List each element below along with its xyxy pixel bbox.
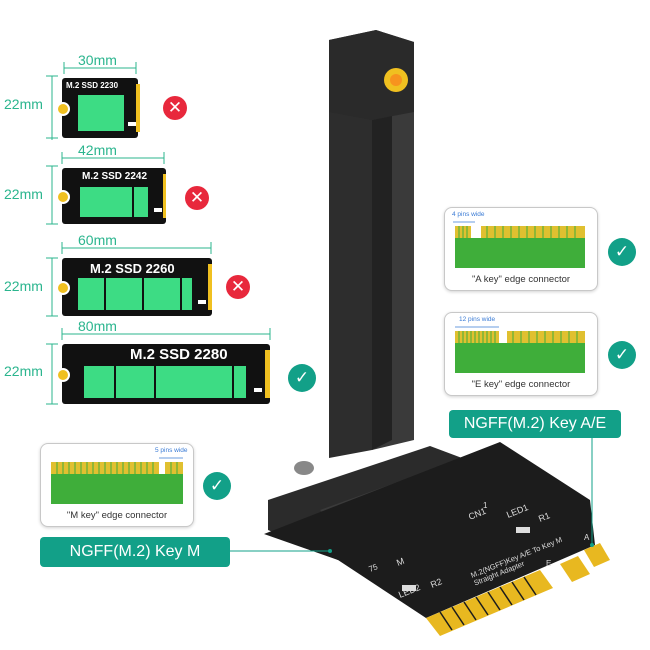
nand-chip: [106, 278, 142, 310]
a-key-caption: "A key" edge connector: [471, 274, 571, 285]
ssd-card-2230: M.2 SSD 2230: [62, 78, 140, 138]
nand-chip: [84, 366, 114, 398]
ssd-model-label: M.2 SSD 2242: [82, 171, 148, 182]
e-key-connector-card: 12 pins wide "E key" edge connector: [444, 312, 598, 396]
nand-chip: [234, 366, 246, 398]
m-key-connector-card: 5 pins wide "M key" edge connector: [40, 443, 194, 527]
reject-x-icon: ✕: [226, 275, 250, 299]
mounting-notch: [198, 300, 206, 304]
nand-chip: [78, 95, 124, 131]
m-key-edge-connector-diagram: [51, 457, 183, 504]
pins-width-note: 5 pins wide: [155, 447, 188, 454]
e-key-caption: "E key" edge connector: [471, 379, 571, 390]
dimension-lines: [46, 62, 137, 140]
gold-contacts: [208, 264, 212, 310]
m-key-caption: "M key" edge connector: [66, 510, 168, 521]
ssd-model-label: M.2 SSD 2230: [66, 81, 119, 90]
ssd-row-2230: 30mm 22mm M.2 SSD 2230 ✕: [0, 50, 200, 140]
a-key-connector-card: 4 pins wide "A key" edge connector: [444, 207, 598, 291]
connector-circle: [56, 190, 70, 204]
gold-contacts: [265, 350, 270, 398]
standoff-screw: [294, 461, 314, 475]
dimension-lines: [46, 242, 212, 317]
pins-width-note: 4 pins wide: [452, 211, 485, 218]
ssd-row-2260: 60mm 22mm M.2 SSD 2260 ✕: [0, 232, 260, 322]
ssd-card-2280: M.2 SSD 2280: [62, 344, 270, 404]
mounting-notch: [154, 208, 162, 212]
nand-chip: [78, 278, 104, 310]
gold-contacts: [163, 174, 166, 218]
led-indicator: [516, 527, 530, 533]
silk-pin1: 1: [483, 501, 488, 510]
nand-chip: [156, 366, 232, 398]
nand-chip: [80, 187, 132, 217]
ssd-row-2242: 42mm 22mm M.2 SSD 2242 ✕: [0, 142, 220, 232]
nand-chip: [144, 278, 180, 310]
pins-width-note: 12 pins wide: [459, 316, 496, 323]
silk-key-a: A: [584, 533, 590, 542]
silk-m-arrow: M: [395, 556, 406, 568]
adapter-pcb: [264, 442, 595, 618]
callout-key-ae: NGFF(M.2) Key A/E: [449, 410, 621, 438]
accept-check-icon: ✓: [608, 238, 636, 266]
ssd-model-label: M.2 SSD 2260: [90, 261, 175, 276]
nand-chip: [116, 366, 154, 398]
width-dimension: 60mm: [78, 232, 117, 248]
silk-pin75: 75: [367, 562, 379, 574]
height-dimension: 22mm: [4, 363, 43, 379]
accept-check-icon: ✓: [288, 364, 316, 392]
gold-contacts: [136, 84, 140, 132]
a-key-edge-connector-diagram: [453, 221, 585, 268]
accept-check-icon: ✓: [608, 341, 636, 369]
ssd-row-2280: 80mm 22mm M.2 SSD 2280 ✓: [0, 318, 330, 413]
ssd-card-2260: M.2 SSD 2260: [62, 258, 212, 316]
reject-x-icon: ✕: [163, 96, 187, 120]
connector-circle: [56, 102, 70, 116]
connector-circle: [56, 281, 70, 295]
ssd-model-label: M.2 SSD 2280: [130, 346, 228, 363]
riser-groove: [372, 116, 392, 450]
nand-chip: [182, 278, 192, 310]
dimension-lines: [46, 152, 165, 225]
width-dimension: 30mm: [78, 52, 117, 68]
connector-circle: [56, 368, 70, 382]
mounting-notch: [128, 122, 136, 126]
riser-front: [329, 70, 372, 458]
accept-check-icon: ✓: [203, 472, 231, 500]
silk-key-e: E: [546, 559, 551, 568]
mounting-notch: [254, 388, 262, 392]
silk-r1: R1: [537, 510, 551, 524]
dimension-lines: [46, 328, 271, 405]
gold-edge-fingers: [426, 543, 610, 636]
riser-head: [329, 30, 414, 120]
callout-key-m: NGFF(M.2) Key M: [40, 537, 230, 567]
reject-x-icon: ✕: [185, 186, 209, 210]
e-key-edge-connector-diagram: [455, 326, 585, 373]
led-indicator: [402, 585, 416, 591]
height-dimension: 22mm: [4, 96, 43, 112]
width-dimension: 42mm: [78, 142, 117, 158]
silk-r2: R2: [429, 576, 443, 590]
height-dimension: 22mm: [4, 278, 43, 294]
nand-chip: [134, 187, 148, 217]
width-dimension: 80mm: [78, 318, 117, 334]
ssd-card-2242: M.2 SSD 2242: [62, 168, 166, 224]
height-dimension: 22mm: [4, 186, 43, 202]
